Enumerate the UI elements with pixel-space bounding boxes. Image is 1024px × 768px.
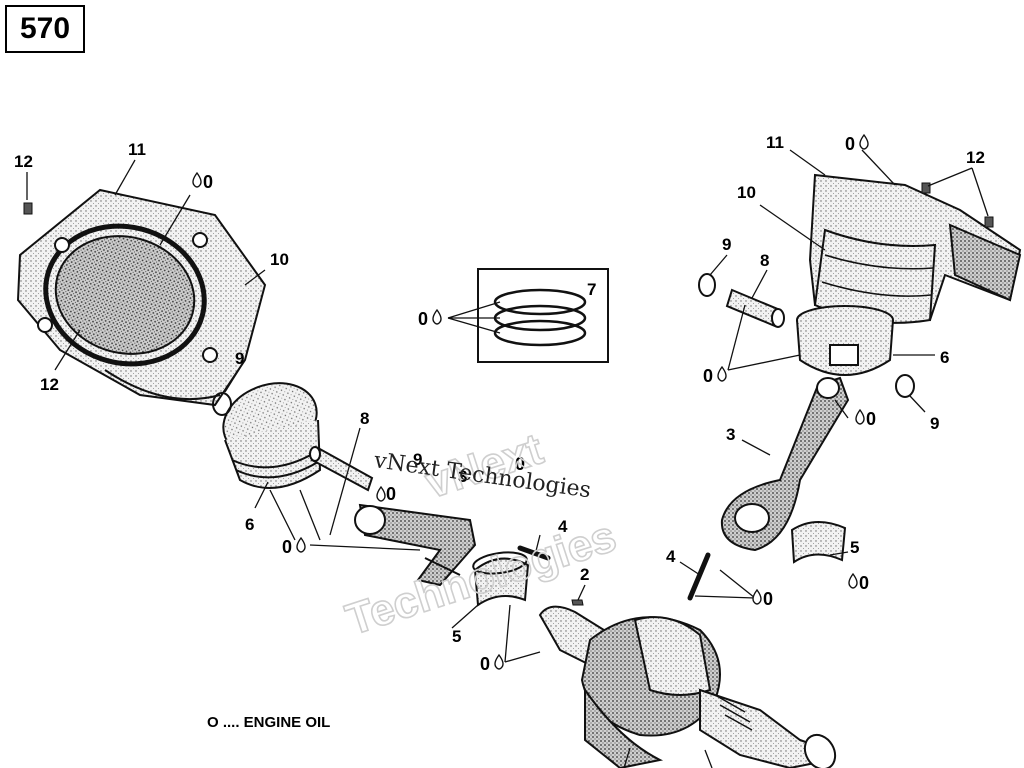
svg-text:0: 0 [480, 654, 490, 674]
piston-pin-right [725, 288, 785, 328]
callout-8-right: 8 [760, 251, 769, 270]
oil-mark-1: 0 [192, 171, 213, 192]
callout-4-left: 4 [558, 517, 568, 536]
callout-5-right: 5 [850, 538, 859, 557]
page-number: 570 [5, 5, 85, 53]
callout-2: 2 [580, 565, 589, 584]
callout-10-right: 10 [737, 183, 756, 202]
oil-mark-8: 0 [855, 408, 876, 429]
dowel-pin-right-2 [984, 216, 994, 228]
oil-drop-icon [848, 572, 858, 589]
piston-pin-left [309, 446, 374, 492]
callout-9-left: 9 [235, 349, 244, 368]
callout-8-left: 8 [360, 409, 369, 428]
callout-5-left: 5 [452, 627, 461, 646]
svg-text:0: 0 [859, 573, 869, 593]
oil-drop-icon [855, 408, 865, 425]
cylinder-right [808, 173, 1022, 324]
piston-right [796, 305, 894, 376]
oil-drop-icon [192, 171, 202, 188]
dowel-pin-left [23, 202, 33, 215]
oil-drop-icon [296, 536, 306, 553]
callout-10-left: 10 [270, 250, 289, 269]
oil-mark-9: 0 [752, 588, 773, 609]
circlip-left [212, 392, 232, 416]
oil-mark-11: 0 [376, 484, 396, 504]
cylinder-left [16, 188, 267, 407]
oil-drop-icon [432, 308, 442, 325]
callout-11-right: 11 [766, 133, 784, 152]
oil-drop-icon [376, 485, 386, 502]
callout-6-left: 6 [245, 515, 254, 534]
callout-12-right: 12 [966, 148, 985, 167]
oil-drop-icon [859, 133, 869, 150]
oil-mark-2: 0 [418, 308, 442, 329]
oil-mark-10: 0 [848, 572, 869, 593]
callout-3-right: 3 [726, 425, 735, 444]
oil-drop-icon [717, 365, 727, 382]
connecting-rod-right [720, 376, 850, 552]
oil-mark-6: 0 [845, 133, 869, 154]
callout-12-top-left: 12 [14, 152, 33, 171]
connecting-rod-left [354, 503, 477, 587]
oil-mark-4: 0 [515, 454, 525, 474]
svg-text:0: 0 [866, 409, 876, 429]
svg-text:0: 0 [386, 484, 396, 504]
svg-text:0: 0 [418, 309, 428, 329]
crankshaft [538, 605, 837, 768]
svg-text:0: 0 [203, 172, 213, 192]
rod-bearing-left [472, 551, 530, 607]
oil-drop-icon [752, 588, 762, 605]
oil-mark-3: 0 [282, 536, 306, 557]
oil-mark-5: 0 [480, 653, 504, 674]
callout-6-right: 6 [940, 348, 949, 367]
circlip-right-1 [698, 273, 716, 297]
callout-11-left: 11 [128, 140, 146, 159]
callout-12-bottom-left: 12 [40, 375, 59, 394]
callout-9-right-bottom: 9 [930, 414, 939, 433]
piston-left [222, 382, 322, 489]
svg-text:0: 0 [515, 454, 525, 474]
rod-bearing-right [790, 521, 847, 564]
svg-text:0: 0 [703, 366, 713, 386]
callout-9-center: 9 [413, 450, 422, 469]
svg-text:0: 0 [282, 537, 292, 557]
oil-mark-7: 0 [703, 365, 727, 386]
callout-9-right-top: 9 [722, 235, 731, 254]
circlip-right-2 [895, 374, 915, 398]
piston-ring-set [477, 268, 609, 363]
oil-drop-icon [494, 653, 504, 670]
svg-text:0: 0 [845, 134, 855, 154]
rod-bolt-left [517, 545, 551, 561]
dowel-pin-right-1 [921, 182, 931, 194]
crankshaft-key [571, 599, 584, 606]
leader-lines [26, 149, 989, 768]
rod-bolt-right [687, 552, 711, 601]
callout-7: 7 [587, 280, 596, 299]
callout-3-left: 3 [458, 467, 467, 486]
callout-4-right: 4 [666, 547, 676, 566]
legend-engine-oil: O .... ENGINE OIL [207, 714, 331, 731]
svg-text:0: 0 [763, 589, 773, 609]
